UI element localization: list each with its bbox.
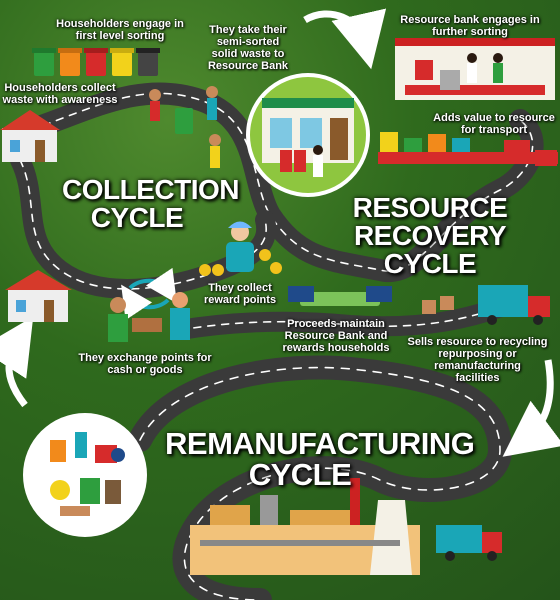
collectors-illustration	[149, 86, 221, 168]
conveyor-illustration	[378, 132, 558, 166]
truck-icon	[422, 285, 550, 325]
consumer-goods-illustration	[23, 413, 147, 537]
arrow-to-collection-icon	[0, 316, 34, 408]
house-icon	[0, 110, 60, 162]
sorting-bins	[32, 48, 160, 76]
reward-person-illustration	[199, 221, 282, 276]
money-handshake-icon	[288, 286, 392, 306]
house-icon-lower	[5, 270, 72, 322]
arrow-to-remanufacturing-icon	[502, 359, 560, 457]
resource-bank-illustration	[246, 73, 370, 197]
arrow-to-resource-bank-icon	[303, 8, 387, 70]
factory-illustration	[190, 478, 502, 575]
sorting-facility-illustration	[395, 38, 555, 100]
exchange-illustration	[108, 267, 190, 342]
